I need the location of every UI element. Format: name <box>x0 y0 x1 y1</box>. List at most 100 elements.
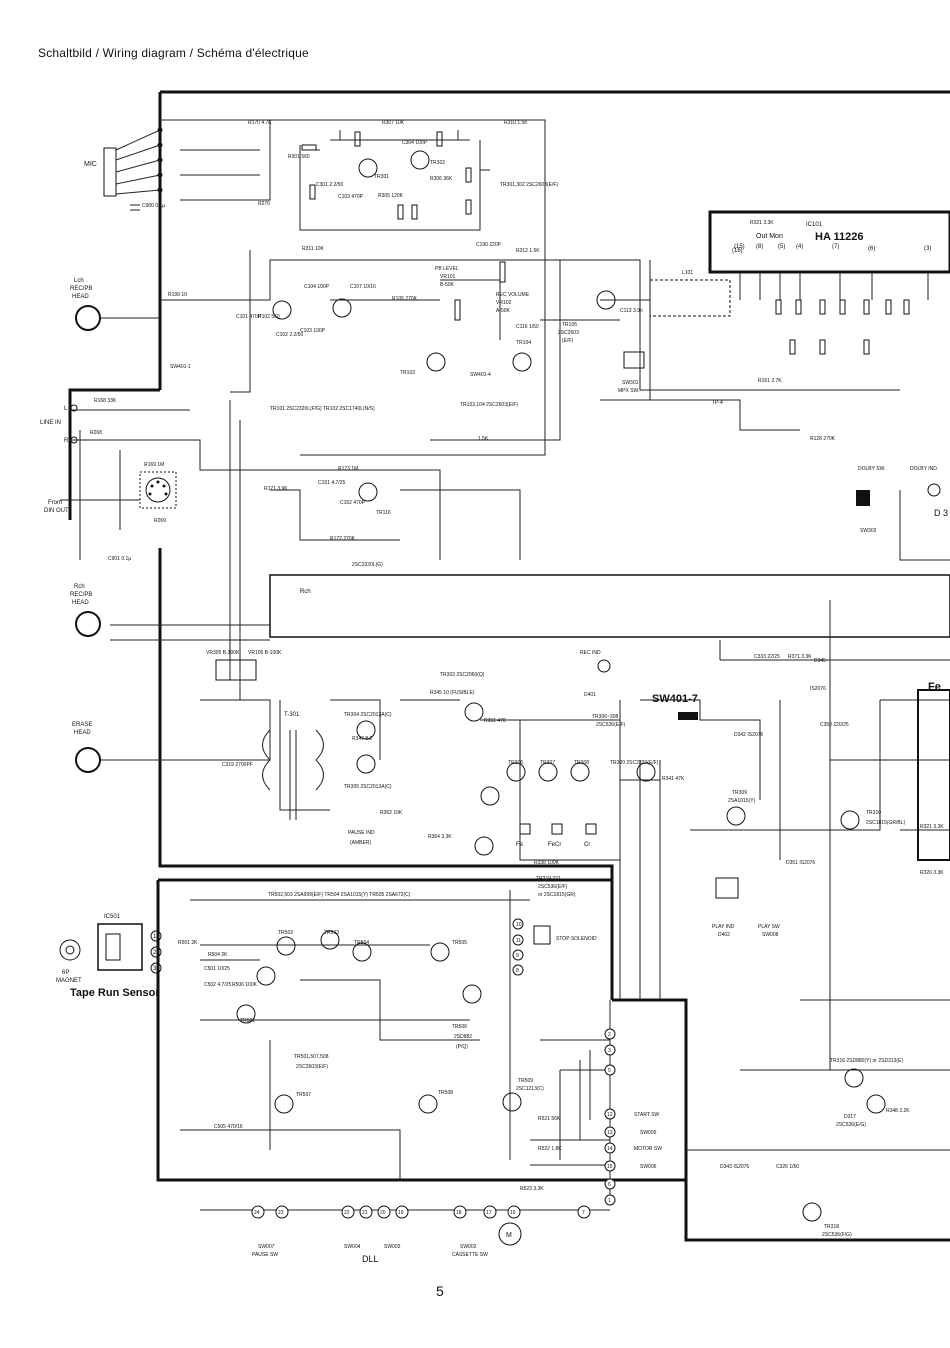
rec-volume-1: REC VOLUME <box>496 292 530 298</box>
label-r364: R341 47K <box>662 776 685 782</box>
pin-7: 7 <box>582 1210 585 1216</box>
sensor-pin-3: 3 <box>153 966 157 972</box>
tr318-line1: TR318 <box>824 1224 839 1230</box>
fecr-label: FeCr <box>548 842 561 848</box>
label-c104: C104 100P <box>304 284 330 290</box>
rch-bus <box>269 574 950 638</box>
label-c112: C113 3.9n <box>620 308 643 314</box>
label-tr116: 2SC2320L(G) <box>352 562 383 568</box>
right-middle-labels: C333 22/25 R371 3.3K D345 IS2076 D342 IS… <box>712 654 950 938</box>
label-tr306: TR306 <box>508 760 523 766</box>
bottom-switch-labels: SW007 PAUSE SW SW004 SW003 DLL SW002 CAS… <box>252 1244 488 1264</box>
label-r362: R338 100K <box>534 860 560 866</box>
label-tr103: TR103 <box>400 370 415 376</box>
pin-11: 11 <box>516 938 521 944</box>
play-sw-line1: PLAY SW <box>758 924 780 930</box>
top-amp-labels: R170 4.7K R307 10K R310 1.5K R301 560 C3… <box>248 120 558 207</box>
label-1-5k: 1.5K <box>478 436 489 442</box>
pause-sw-line1: SW007 <box>258 1244 275 1250</box>
pin-15: 15 <box>607 1164 613 1170</box>
label-tr104: TR104 <box>516 340 531 346</box>
rch-label: Rch <box>300 589 311 595</box>
top-transistors <box>301 130 490 220</box>
label-r363: R364 3.3K <box>428 834 452 840</box>
tr310-line2: 2SC1815(GR/BL) <box>866 820 906 826</box>
label-r307: R307 10K <box>382 120 405 126</box>
tr506-line3: (P/Q) <box>456 1044 468 1050</box>
label-d506: R521 56K <box>538 1116 561 1122</box>
label-r348: R348 2.2K <box>886 1108 910 1114</box>
tr319-321-line1: TR319,321 <box>536 876 561 882</box>
pin-21: 21 <box>362 1210 368 1216</box>
label-r102: C101 470P <box>236 314 262 320</box>
magnet-sensor: 6P MAGNET Tape Run Sensor IC501 <box>56 914 160 999</box>
pause-sw-line2: PAUSE SW <box>252 1252 278 1258</box>
ic-pin-5: (5) <box>778 244 785 250</box>
label-c116: C116 1/50 <box>516 324 539 330</box>
label-r270: R270 <box>258 201 270 207</box>
label-r173: R173 1M <box>338 466 358 472</box>
ic101-part: HA 11226 <box>815 231 864 243</box>
pin-2: 2 <box>608 1032 611 1038</box>
pin-10: 10 <box>516 922 522 928</box>
pin-22: 22 <box>344 1210 350 1216</box>
label-is2076: IS2076 <box>810 686 826 692</box>
label-c333: C333 22/25 <box>754 654 780 660</box>
label-r321: R321 3.3K <box>920 824 944 830</box>
tr501-line1: TR501,507,508 <box>294 1054 329 1060</box>
label-tr305: TR305 2SC2013A(C) <box>344 784 392 790</box>
motor-sw-label: MOTOR SW <box>634 1146 662 1152</box>
bias-section: VR305 B-100K VR105 B-100K T-301 C319 270… <box>206 650 685 898</box>
erase-head-line2: HEAD <box>74 730 91 736</box>
label-r168: R168 33K <box>94 398 117 404</box>
mic-connector-dots <box>157 127 163 193</box>
cr-label: Cr <box>584 842 590 848</box>
pause-ind-line1: PAUSE IND <box>348 830 375 836</box>
sw004-label: SW004 <box>344 1244 361 1250</box>
tr319-321-line2: 2SC536(E/F) <box>538 884 568 890</box>
label-d345: D345 <box>814 658 826 664</box>
pin-6: 6 <box>608 1182 611 1188</box>
label-c301: C301 2.2/50 <box>316 182 343 188</box>
ic-pin-15: (15) <box>734 244 745 250</box>
label-c190: C190 220P <box>476 242 502 248</box>
label-c900: C900 0.1µ <box>142 203 165 209</box>
cassette-sw-line1: SW002 <box>460 1244 477 1250</box>
sw005-label: SW005 <box>640 1130 657 1136</box>
erase-head-line1: ERASE <box>72 722 92 728</box>
sensor-pin-1: 1 <box>153 934 157 940</box>
pin-1: 1 <box>608 1198 611 1204</box>
label-tr501: TR501 <box>240 1018 255 1024</box>
pin-19: 19 <box>398 1210 404 1216</box>
label-r301: R301 560 <box>288 154 310 160</box>
label-c350: C350 220/25 <box>820 722 849 728</box>
pin-17: 17 <box>486 1210 492 1216</box>
power-section: TR316 2SD880(Y) or 2SD313(E) D317 2SC536… <box>720 1058 910 1238</box>
ic101-side-components <box>775 299 910 355</box>
sw006-label: SW006 <box>640 1164 657 1170</box>
label-r269: R269 <box>154 518 166 524</box>
ic-pin-3: (3) <box>924 246 931 252</box>
label-c151: C151 4.7/25 <box>318 480 345 486</box>
tr509-line2: 2SC1213(C) <box>516 1086 544 1092</box>
pin-23: 23 <box>278 1210 284 1216</box>
erase-head: ERASE HEAD <box>72 722 101 773</box>
tr306-308-line2: 2SC536(E/F) <box>596 722 626 728</box>
board-outline <box>68 90 950 1242</box>
label-tr307: TR307 <box>540 760 555 766</box>
label-t301: T-301 <box>284 712 300 718</box>
label-c152: C152 470P <box>340 500 366 506</box>
ic-pin-6: (6) <box>868 246 875 252</box>
preamp-transistors <box>272 261 731 502</box>
tr105-line3: (E/F) <box>562 338 573 344</box>
play-ind-line2: D402 <box>718 932 730 938</box>
pin-24: 24 <box>254 1210 260 1216</box>
label-r151: R128 270K <box>810 436 836 442</box>
sw302-label: SW302 <box>860 528 877 534</box>
label-r172: R172 270K <box>330 536 356 542</box>
label-vr105: VR105 B-100K <box>248 650 282 656</box>
sensor-pin-2: 2 <box>153 950 157 956</box>
play-ind-line1: PLAY IND <box>712 924 735 930</box>
play-sw-line2: SW008 <box>762 932 779 938</box>
pin-16: 16 <box>510 1210 516 1216</box>
